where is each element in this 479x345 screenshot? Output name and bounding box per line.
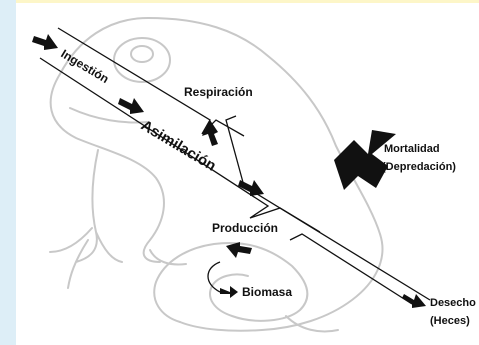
frog-foreleg-outline xyxy=(50,150,122,288)
label-mortalidad: Mortalidad xyxy=(384,143,440,155)
assimilation-arrow xyxy=(238,180,264,196)
label-respiracion: Respiración xyxy=(184,85,253,99)
frog-outline xyxy=(50,18,382,331)
frog-hindleg-outline xyxy=(154,243,307,322)
label-produccion: Producción xyxy=(212,221,278,235)
label-biomasa: Biomasa xyxy=(242,285,292,299)
frog-eye-outline xyxy=(114,38,170,82)
biomass-arrow xyxy=(220,286,238,298)
mortality-arrow xyxy=(334,130,396,190)
respiration-arrow xyxy=(202,120,218,146)
label-heces: (Heces) xyxy=(430,315,470,327)
label-depredacion: (Depredación) xyxy=(382,161,456,173)
frog-pupil-outline xyxy=(131,46,153,62)
label-ingestion: Ingestión xyxy=(58,47,111,86)
biomass-flow-line xyxy=(208,262,220,292)
label-desecho: Desecho xyxy=(430,297,476,309)
frog-head-outline xyxy=(60,18,382,331)
entry-arrow xyxy=(32,34,58,50)
